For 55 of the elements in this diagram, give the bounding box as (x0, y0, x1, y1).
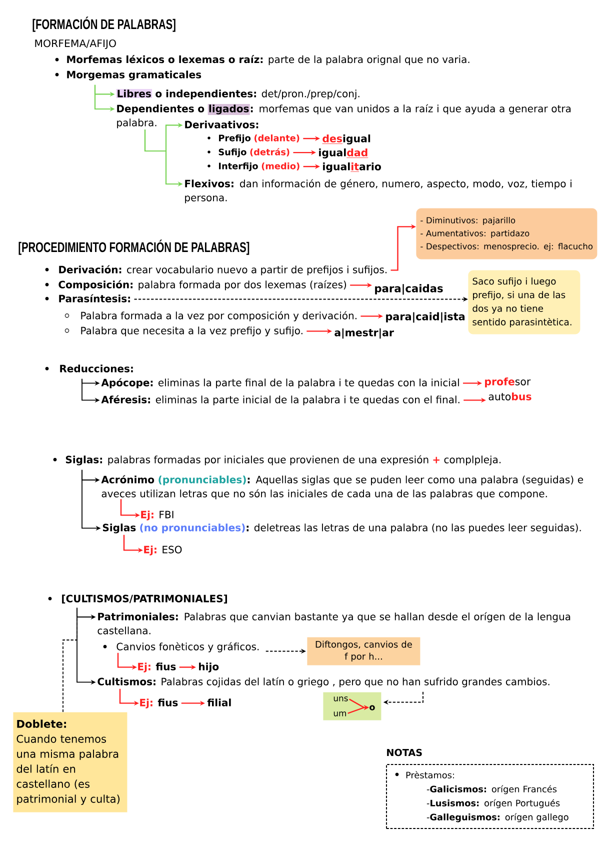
example-word: filial (207, 698, 231, 706)
definition-text: Apócope: eliminas la parte final de la palabra i te quedas con la inicial (101, 378, 459, 388)
list-item: Siglas: palabras formadas por iniciales que provienen de una expresión + complpleja. (66, 455, 501, 466)
example-word: igual itario (323, 162, 381, 172)
section-heading: [PROCEDIMIENTO FORMACIÓN DE PALABRAS] (18, 240, 250, 255)
node-label: -Galicismos: orígen Francés (426, 785, 557, 794)
definition-text: Siglas (no pronunciables) : deletreas las letras de una palabra (no las puedes leer seguidas). (102, 524, 581, 534)
example-word: um (334, 712, 346, 716)
list-item: Palabra que necesita a la vez prefijo y sufijo. (81, 326, 302, 336)
note-box: - Diminutivos: pajarillo - Aumentativos: partidazo - Despectivos: menosprecio. ej: flacucho (416, 208, 598, 260)
list-item: Morfemas léxicos o lexemas o raíz: parte de la palabra orignal que no varia. (67, 55, 470, 66)
list-item: Palabra formada a la vez por composición y derivación. (81, 311, 356, 322)
list-item: Derivaativos: (185, 120, 258, 128)
example-word: profesor (485, 377, 531, 388)
definition-text: Patrimoniales: Palabras que canvian bastante ya que se hallan desde el orígen de la lengua castellana. (98, 612, 570, 634)
example-word: o (370, 705, 375, 710)
example-word: hijo (199, 662, 219, 672)
list-item: Composición: palabra formada por dos lexemas (raízes) (58, 280, 346, 290)
example-box (323, 692, 382, 720)
note-box: Doblete: Cuando tenemos una misma palabra del latín en castellano (es patrimonial y culta) (13, 712, 128, 812)
list-item: Morgemas gramaticales (67, 70, 202, 80)
list-item: Sufijo (detrás) (218, 148, 290, 158)
example-word: para|caid|ista (386, 312, 465, 323)
example-word: igualdad (319, 148, 368, 158)
list-item: Derivación: crear vocabulario nuevo a partir de prefijos i sufijos. (59, 265, 387, 276)
title: [FORMACIÓN DE PALABRAS] (32, 16, 176, 32)
note-box: Diftongos, canvios de f por h... (307, 637, 420, 666)
example-word: desigual (322, 134, 370, 144)
node-label: Prèstamos: (406, 771, 454, 778)
list-item: Reducciones: (60, 364, 133, 372)
subtitle: MORFEMA/AFIJO (35, 39, 116, 50)
list-item: Libres o independientes: det/pron./prep/conj. (116, 89, 360, 100)
example-text: Ej: fius (140, 698, 178, 708)
example-word: para|caidas (375, 284, 443, 295)
example-text: Ej: fius (138, 662, 176, 672)
list-item: Canvios fonèticos y gráficos. (116, 642, 259, 652)
list-item: Interfijo (medio) (219, 162, 300, 172)
definition-text: Aféresis: eliminas la parte inicial de la palabra i te quedas con el final. (101, 395, 460, 406)
notes-heading: NOTAS (387, 748, 422, 756)
note-box: Saco sufijo i luego prefijo, si una de las dos ya no tiene sentido parasintètica. (468, 270, 580, 334)
list-item: Parasíntesis: (59, 294, 130, 302)
example-word: uns (334, 696, 348, 702)
list-item: Prefijo (delante) (219, 134, 300, 144)
definition-text: Acrónimo (pronunciables) : Aquellas siglas que se puden leer como una palabra (seguidas) e aveces utilizan letras que no són las iniciales de cada una de las palabras que compone. (101, 475, 584, 500)
example-word: autobus (488, 392, 532, 400)
example-word: a|mestr|ar (334, 328, 394, 339)
section-heading: [CULTISMOS/PATRIMONIALES] (62, 594, 227, 604)
node-label: -Galleguismos: orígen gallego (426, 813, 568, 822)
example-text: Ej: ESO (144, 546, 182, 556)
node-label: -Lusismos: orígen Portugués (426, 799, 560, 808)
node-label: o independientes: det/pron./prep/conj. (156, 90, 360, 100)
definition-text: Flexivos: dan información de género, numero, aspecto, modo, voz, tiempo i persona. (185, 179, 572, 204)
notes-box: Prèstamos: -Galicismos: orígen Francés -Lusismos: orígen Portugués -Galleguismos: orígen gallego (386, 764, 594, 829)
example-text: Ej: FBI (141, 510, 174, 520)
definition-text: Cultismos: Palabras cojidas del latín o griego , pero que no han sufrido grandes cambios. (98, 677, 550, 688)
